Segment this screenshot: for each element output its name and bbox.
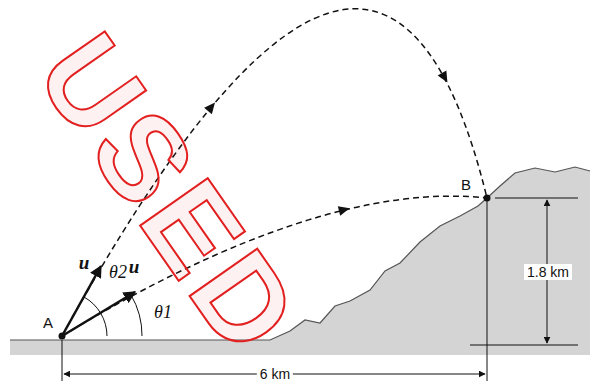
direction-arrow (338, 203, 351, 215)
velocity-label: u (129, 257, 140, 276)
extension-line (487, 198, 488, 381)
dimension-label: 6 km (257, 366, 293, 382)
extension-line (470, 345, 578, 346)
extension-line (62, 340, 63, 381)
direction-arrow (204, 99, 219, 114)
angle-label: θ2 (109, 263, 127, 281)
direction-arrow (438, 71, 452, 86)
angle-label: θ1 (154, 303, 172, 321)
point-marker (59, 333, 66, 340)
extension-line (495, 198, 578, 199)
watermark: USED (18, 14, 321, 376)
point-label: A (43, 315, 53, 330)
velocity-label: u (79, 253, 90, 272)
point-label: B (461, 177, 471, 192)
angle-arc (131, 295, 142, 336)
angle-arc (84, 297, 107, 336)
velocity-vector (62, 292, 135, 336)
dimension-label: 1.8 km (524, 264, 572, 280)
